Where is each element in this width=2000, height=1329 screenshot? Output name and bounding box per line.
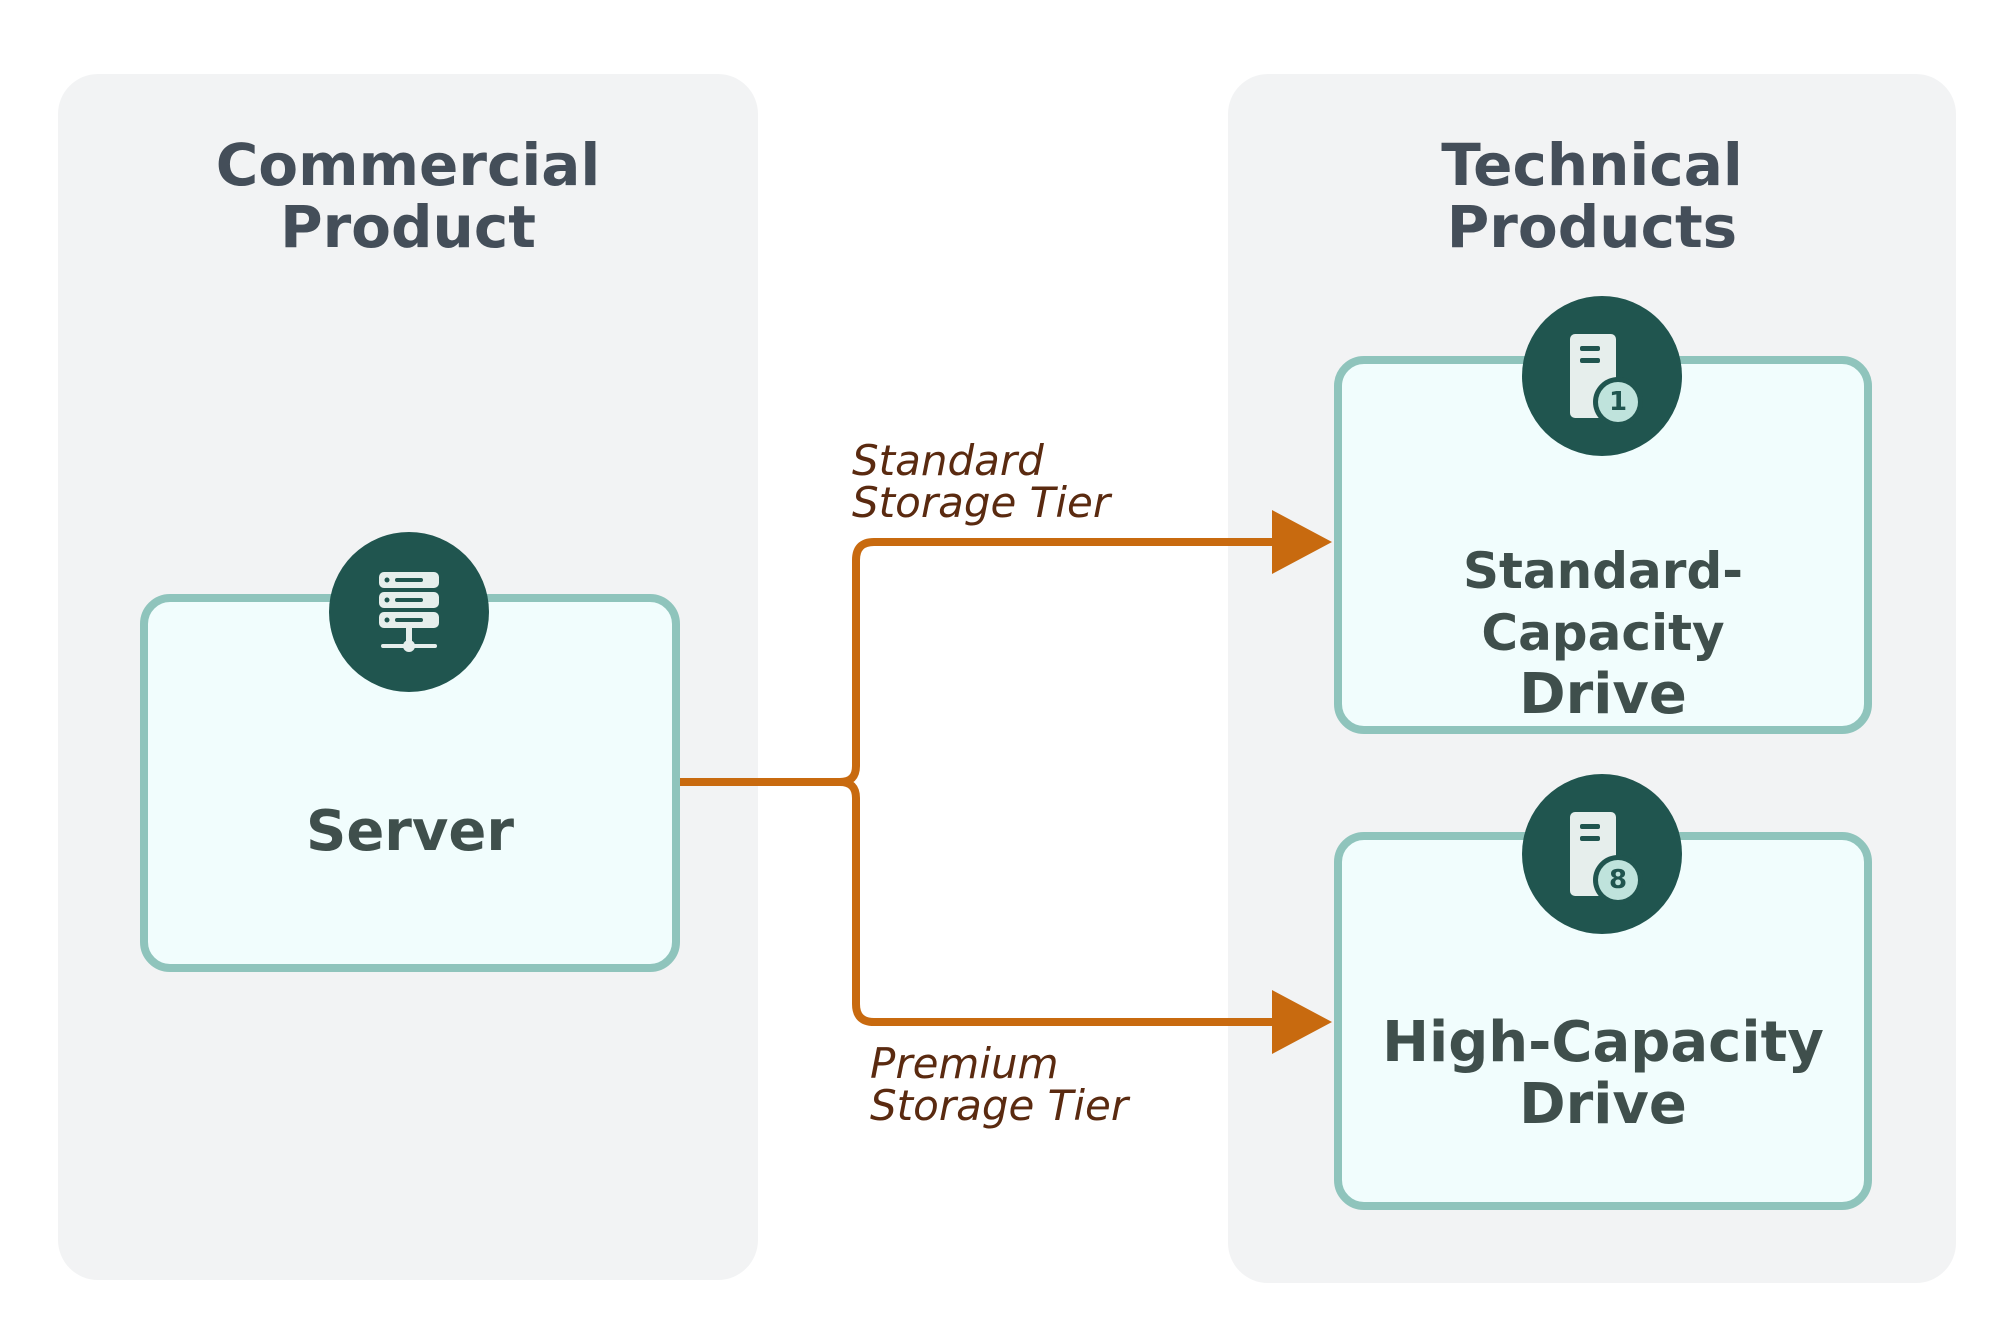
drive-icon: [1570, 334, 1643, 427]
drive-count-badge: 1: [1608, 387, 1628, 417]
standard-drive-badge: 1: [1522, 296, 1682, 456]
server-badge: [329, 532, 489, 692]
connector-premium-branch: [839, 778, 1280, 1026]
commercial-product-title: Commercial Product: [215, 131, 601, 261]
server-rack-icon: [379, 572, 439, 652]
high-drive-badge: 8: [1522, 774, 1682, 934]
server-label: Server: [305, 799, 515, 864]
arrowhead-standard: [1272, 510, 1332, 574]
standard-capacity-drive-node[interactable]: Standard-Capacity Drive: [1334, 356, 1872, 734]
drive-count-badge: 8: [1608, 865, 1628, 895]
technical-products-title: Technical Products: [1441, 131, 1743, 261]
standard-storage-tier-label: Standard Storage Tier: [852, 436, 1111, 527]
arrowhead-premium: [1272, 990, 1332, 1054]
standard-capacity-drive-label: Standard-Capacity Drive: [1463, 542, 1743, 727]
connector-standard-branch: [839, 538, 1280, 786]
premium-storage-tier-label: Premium Storage Tier: [870, 1039, 1129, 1130]
drive-icon: [1570, 812, 1643, 905]
high-capacity-drive-label: High-Capacity Drive: [1382, 1010, 1824, 1137]
